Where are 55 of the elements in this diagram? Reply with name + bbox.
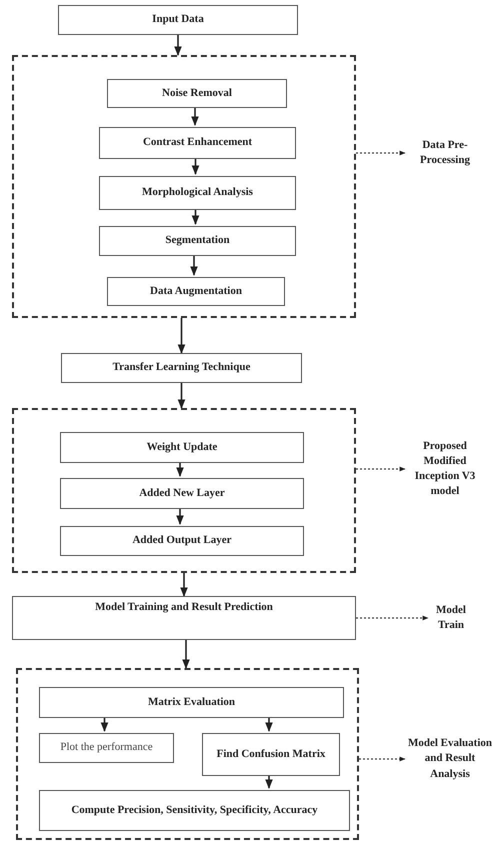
arrow	[191, 106, 199, 126]
arrow	[265, 716, 273, 732]
process-box	[99, 226, 296, 256]
step-label: Morphological Analysis	[142, 186, 253, 200]
step-label: Plot the performance	[60, 741, 153, 755]
stage-label: Model Evaluation and Result Analysis	[406, 736, 494, 782]
arrow	[176, 461, 184, 477]
process-box	[61, 353, 302, 383]
process-box	[107, 277, 285, 306]
arrow	[178, 383, 186, 409]
process-box	[60, 526, 304, 556]
dotted-arrow	[358, 756, 406, 762]
step-label: Added New Layer	[139, 486, 225, 500]
step-label: Input Data	[152, 13, 204, 27]
process-box	[60, 432, 304, 463]
step-label: Compute Precision, Sensitivity, Specificity, Accuracy	[71, 804, 318, 818]
arrow	[182, 640, 190, 669]
step-label: Noise Removal	[162, 86, 232, 100]
step-label: Segmentation	[165, 234, 230, 248]
step-label: Data Augmentation	[150, 284, 242, 298]
process-box	[60, 478, 304, 509]
stage-label: Model Train	[435, 602, 467, 633]
arrow	[174, 35, 182, 56]
process-box	[58, 5, 298, 35]
arrow	[178, 318, 186, 354]
arrow	[180, 573, 188, 597]
step-label: Contrast Enhancement	[142, 136, 252, 150]
process-box	[99, 176, 296, 210]
dashed-group-box	[12, 55, 356, 318]
dotted-arrow	[356, 150, 406, 156]
arrow	[192, 208, 200, 225]
process-box	[99, 127, 296, 159]
dotted-arrow	[356, 616, 429, 620]
step-label: Weight Update	[146, 440, 218, 454]
stage-label: Proposed Modified Inception V3 model	[414, 438, 476, 500]
step-label: Transfer Learning Technique	[112, 361, 250, 375]
arrow	[176, 507, 184, 525]
stage-label: Data Pre-Processing	[419, 138, 471, 168]
step-label: Find Confusion Matrix	[216, 748, 326, 762]
arrow	[100, 716, 108, 732]
process-box	[39, 687, 344, 718]
arrow	[192, 157, 200, 175]
process-box	[39, 790, 350, 831]
step-label: Model Training and Result Prediction	[95, 601, 273, 615]
process-box	[107, 79, 287, 108]
process-box	[202, 733, 340, 776]
dotted-arrow	[356, 466, 406, 472]
process-box	[39, 733, 174, 763]
arrow	[265, 774, 273, 789]
step-label: Added Output Layer	[132, 534, 232, 548]
dashed-group-box	[12, 408, 356, 573]
arrow	[190, 254, 198, 276]
process-box	[12, 596, 356, 640]
dashed-group-box	[16, 668, 359, 840]
step-label: Matrix Evaluation	[148, 696, 236, 710]
